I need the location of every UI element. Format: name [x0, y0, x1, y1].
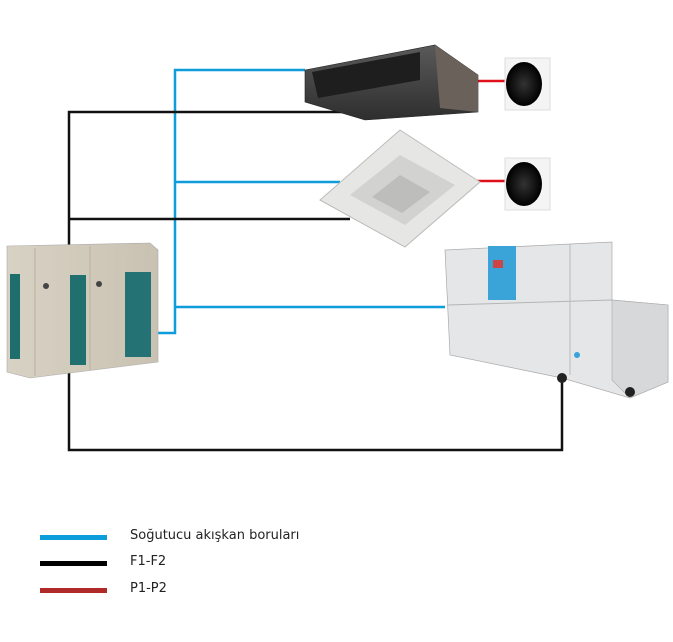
- air-handling-unit: [444, 241, 669, 399]
- legend-label-f1-f2: F1-F2: [130, 554, 167, 569]
- remote-controller-1[interactable]: [504, 57, 551, 111]
- outdoor-unit: [6, 242, 159, 379]
- legend-label-p1-p2: P1-P2: [130, 581, 167, 596]
- legend-swatch-p1-p2: [40, 588, 107, 593]
- legend-label-refrigerant: Soğutucu akışkan boruları: [130, 528, 300, 543]
- f1-f2-wiring: [67, 110, 564, 452]
- refrigerant-piping: [155, 68, 445, 335]
- remote-controller-2[interactable]: [504, 157, 551, 211]
- legend-swatch-f1-f2: [40, 561, 107, 566]
- duct-indoor-unit: [304, 44, 479, 121]
- legend-swatch-refrigerant: [40, 535, 107, 540]
- cassette-indoor-unit: [319, 129, 481, 248]
